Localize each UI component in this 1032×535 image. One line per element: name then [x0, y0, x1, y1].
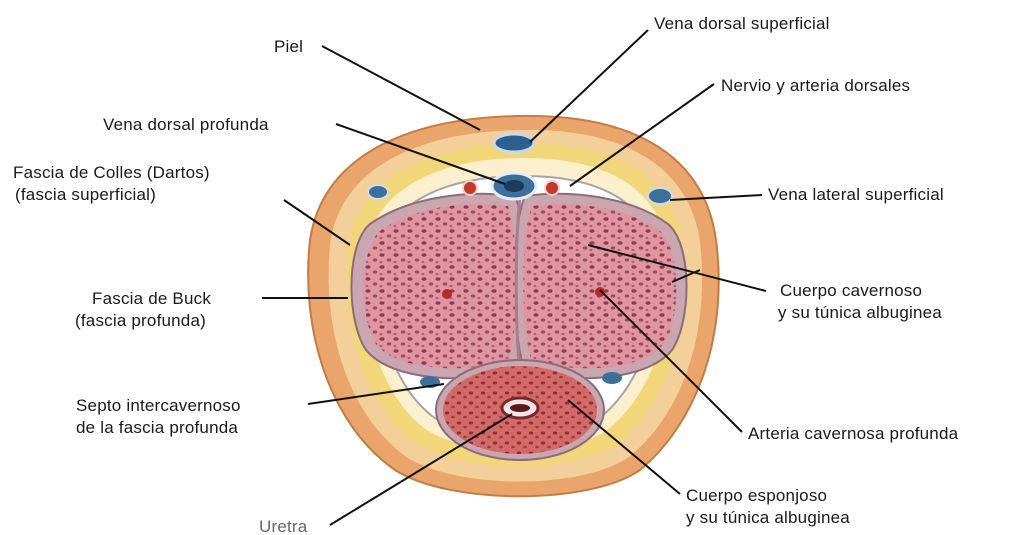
dorsal-artery-right [545, 181, 559, 195]
label-arteria-cavernosa-profunda: Arteria cavernosa profunda [748, 423, 958, 445]
label-fascia-buck: Fascia de Buck (fascia profunda) [75, 288, 211, 332]
label-vena-dorsal-profunda: Vena dorsal profunda [103, 114, 269, 136]
label-fascia-colles: Fascia de Colles (Dartos) (fascia superf… [13, 162, 210, 206]
deep-cavernous-artery [595, 287, 605, 297]
label-vena-lateral-superficial: Vena lateral superficial [768, 184, 944, 206]
dorsal-artery-left [463, 181, 477, 195]
label-cuerpo-esponjoso: Cuerpo esponjoso y su túnica albuginea [686, 485, 850, 529]
label-cuerpo-cavernoso: Cuerpo cavernoso y su túnica albuginea [778, 280, 942, 324]
left-cavernous-tissue [364, 204, 517, 368]
label-nervio-arteria-dorsales: Nervio y arteria dorsales [721, 75, 910, 97]
label-piel: Piel [274, 36, 303, 58]
lateral-vein-left [368, 185, 388, 199]
lateral-vein-right [648, 188, 672, 204]
label-vena-dorsal-superficial: Vena dorsal superficial [654, 13, 830, 35]
superficial-dorsal-vein [494, 134, 534, 152]
label-uretra: Uretra [259, 516, 307, 535]
label-septo-intercavernoso: Septo intercavernoso de la fascia profun… [76, 395, 241, 439]
